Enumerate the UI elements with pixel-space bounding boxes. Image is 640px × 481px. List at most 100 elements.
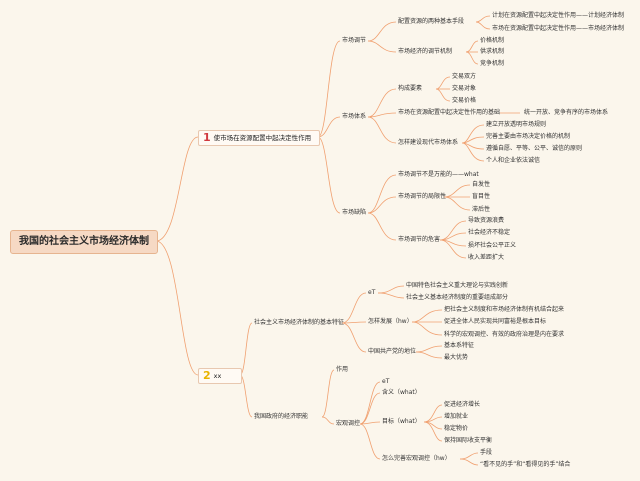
connector: [423, 421, 443, 430]
node-not-almighty[interactable]: 市场调节不是万能的——what: [398, 171, 479, 178]
connector: [317, 116, 341, 138]
leaf[interactable]: 统一开放、竞争有序的市场体系: [524, 109, 609, 116]
connector: [423, 421, 443, 442]
leaf[interactable]: 个人和企业依法诚信: [486, 157, 541, 164]
connector: [367, 112, 397, 118]
node-build[interactable]: 怎样建设现代市场体系: [398, 139, 459, 146]
node-cpc[interactable]: 中国共产党的地位: [368, 348, 417, 355]
node-market-regulation[interactable]: 市场调节: [342, 37, 367, 44]
connector: [439, 220, 467, 241]
node-limits[interactable]: 市场调节的局限性: [398, 193, 447, 200]
leaf[interactable]: 基本系特征: [444, 342, 475, 349]
node-means[interactable]: 配置资源的两种基本手段: [398, 18, 465, 25]
connector: [377, 292, 405, 299]
connector: [321, 416, 335, 425]
node-macro[interactable]: 宏观调控: [336, 420, 361, 427]
leaf[interactable]: 滞后性: [472, 206, 491, 213]
branch-title: xx: [213, 372, 222, 380]
connector: [341, 322, 367, 353]
connector: [321, 369, 335, 418]
connector: [155, 136, 199, 242]
leaf[interactable]: 社会主义基本经济制度的重要组成部分: [406, 294, 509, 301]
leaf[interactable]: 科学的宏观调控、有效的政府治理是内在要求: [444, 331, 565, 338]
connector: [461, 136, 485, 144]
node-improve[interactable]: 怎么完善宏观调控（hw）: [382, 455, 451, 462]
leaf[interactable]: 把社会主义制度和市场经济体制有机结合起来: [444, 306, 565, 313]
node-et[interactable]: eT: [368, 289, 376, 296]
leaf[interactable]: 收入差距扩大: [468, 254, 505, 261]
leaf[interactable]: 含义（what）: [382, 389, 421, 396]
connector: [435, 88, 451, 102]
connector: [367, 21, 397, 42]
leaf[interactable]: 增加就业: [444, 413, 469, 420]
node-how[interactable]: 怎样发展（hw）: [368, 318, 413, 325]
leaf[interactable]: 中国特色社会主义重大理论与实践创新: [406, 282, 509, 289]
leaf[interactable]: 计划在资源配置中起决定性作用——计划经济体制: [492, 12, 625, 19]
connector: [367, 116, 397, 144]
leaf[interactable]: 保持国际收支平衡: [444, 437, 493, 444]
node-market-system[interactable]: 市场体系: [342, 113, 367, 120]
leaf[interactable]: 交易双方: [452, 73, 477, 80]
leaf[interactable]: 建立开放透明市场规则: [486, 121, 547, 128]
connector: [317, 136, 341, 214]
leaf[interactable]: 遵循自愿、平等、公平、诚信的原则: [486, 145, 583, 152]
leaf[interactable]: 促进全体人民实现共同富裕是根本目标: [444, 318, 547, 325]
connector: [411, 309, 443, 323]
leaf[interactable]: eT: [382, 378, 390, 385]
root-node[interactable]: 我国的社会主义市场经济体制: [10, 230, 158, 254]
node-government[interactable]: 我国政府的经济职能: [254, 413, 309, 420]
connector: [459, 458, 479, 466]
leaf[interactable]: 损坏社会公平正义: [468, 242, 517, 249]
leaf[interactable]: 供求机制: [480, 48, 505, 55]
connector: [239, 322, 253, 376]
connector: [341, 292, 367, 324]
node-goals[interactable]: 目标（what）: [382, 418, 421, 425]
connector: [439, 239, 467, 259]
leaf[interactable]: 竞争机制: [480, 60, 505, 67]
node-mechanism[interactable]: 市场经济的调节机制: [398, 48, 453, 55]
leaf[interactable]: 最大优势: [444, 354, 469, 361]
leaf[interactable]: 社会经济不稳定: [468, 229, 511, 236]
node-elements[interactable]: 构成要素: [398, 85, 423, 92]
leaf[interactable]: 自发性: [472, 181, 491, 188]
connector: [367, 40, 397, 53]
connector: [367, 196, 397, 214]
leaf[interactable]: 交易对象: [452, 85, 477, 92]
leaf[interactable]: 完善主要由市场决定价格的机制: [486, 133, 571, 140]
connector: [367, 88, 397, 118]
connector: [317, 40, 341, 138]
connector: [359, 423, 381, 460]
connector: [475, 21, 491, 30]
branch-number: 1: [203, 131, 211, 144]
leaf[interactable]: 盲目性: [472, 193, 491, 200]
connector: [359, 421, 381, 425]
connector: [155, 240, 199, 376]
branch-number: 2: [203, 369, 211, 382]
connector: [435, 76, 451, 90]
leaf[interactable]: “看不见的手”和“看得见的手”结合: [480, 461, 571, 468]
leaf[interactable]: 手段: [480, 449, 493, 456]
leaf[interactable]: 市场在资源配置中起决定性作用——市场经济体制: [492, 25, 625, 32]
connector: [465, 40, 479, 53]
node-basis[interactable]: 市场在资源配置中起决定性作用的基础: [398, 109, 501, 116]
leaf[interactable]: 导致资源浪费: [468, 217, 505, 224]
leaf[interactable]: 稳定物价: [444, 425, 469, 432]
connector: [461, 124, 485, 144]
connector: [475, 15, 491, 23]
connector: [367, 212, 397, 241]
node-role[interactable]: 作用: [336, 366, 349, 373]
node-features[interactable]: 社会主义市场经济体制的基本特征: [254, 319, 345, 326]
connector: [465, 51, 479, 65]
node-market-defects[interactable]: 市场缺陷: [342, 209, 367, 216]
connector: [459, 452, 479, 460]
node-harms[interactable]: 市场调节的危害: [398, 236, 441, 243]
leaf[interactable]: 促进经济增长: [444, 401, 481, 408]
leaf[interactable]: 价格机制: [480, 37, 505, 44]
connector: [461, 142, 485, 150]
connector: [359, 392, 381, 425]
leaf[interactable]: 交易价格: [452, 97, 477, 104]
